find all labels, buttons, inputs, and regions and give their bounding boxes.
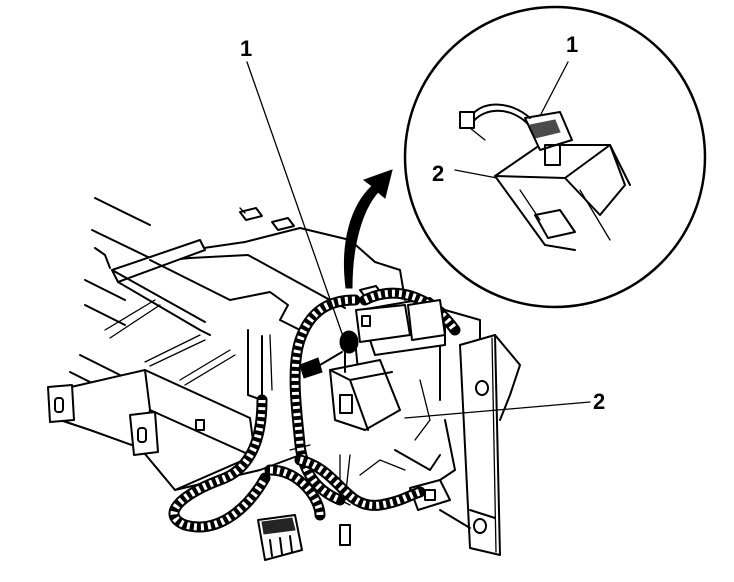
inset-callout-label-2: 2 — [432, 161, 445, 186]
inset-leader-line-1 — [539, 61, 569, 117]
harness-connector-bottom — [257, 514, 351, 561]
wiring-harness — [168, 287, 461, 533]
relay-blocks — [355, 299, 446, 343]
detail-view — [403, 5, 707, 309]
callout-label-1: 1 — [240, 36, 253, 61]
inset-leader-line-2 — [454, 169, 498, 179]
callout-label-2: 2 — [593, 389, 606, 414]
leader-line-1 — [246, 61, 346, 343]
relay-module — [299, 330, 401, 431]
carrier-bracket — [47, 197, 406, 491]
inset-callout-label-1: 1 — [566, 32, 579, 57]
curved-arrow-icon — [343, 169, 393, 289]
leader-line-2 — [404, 401, 591, 419]
